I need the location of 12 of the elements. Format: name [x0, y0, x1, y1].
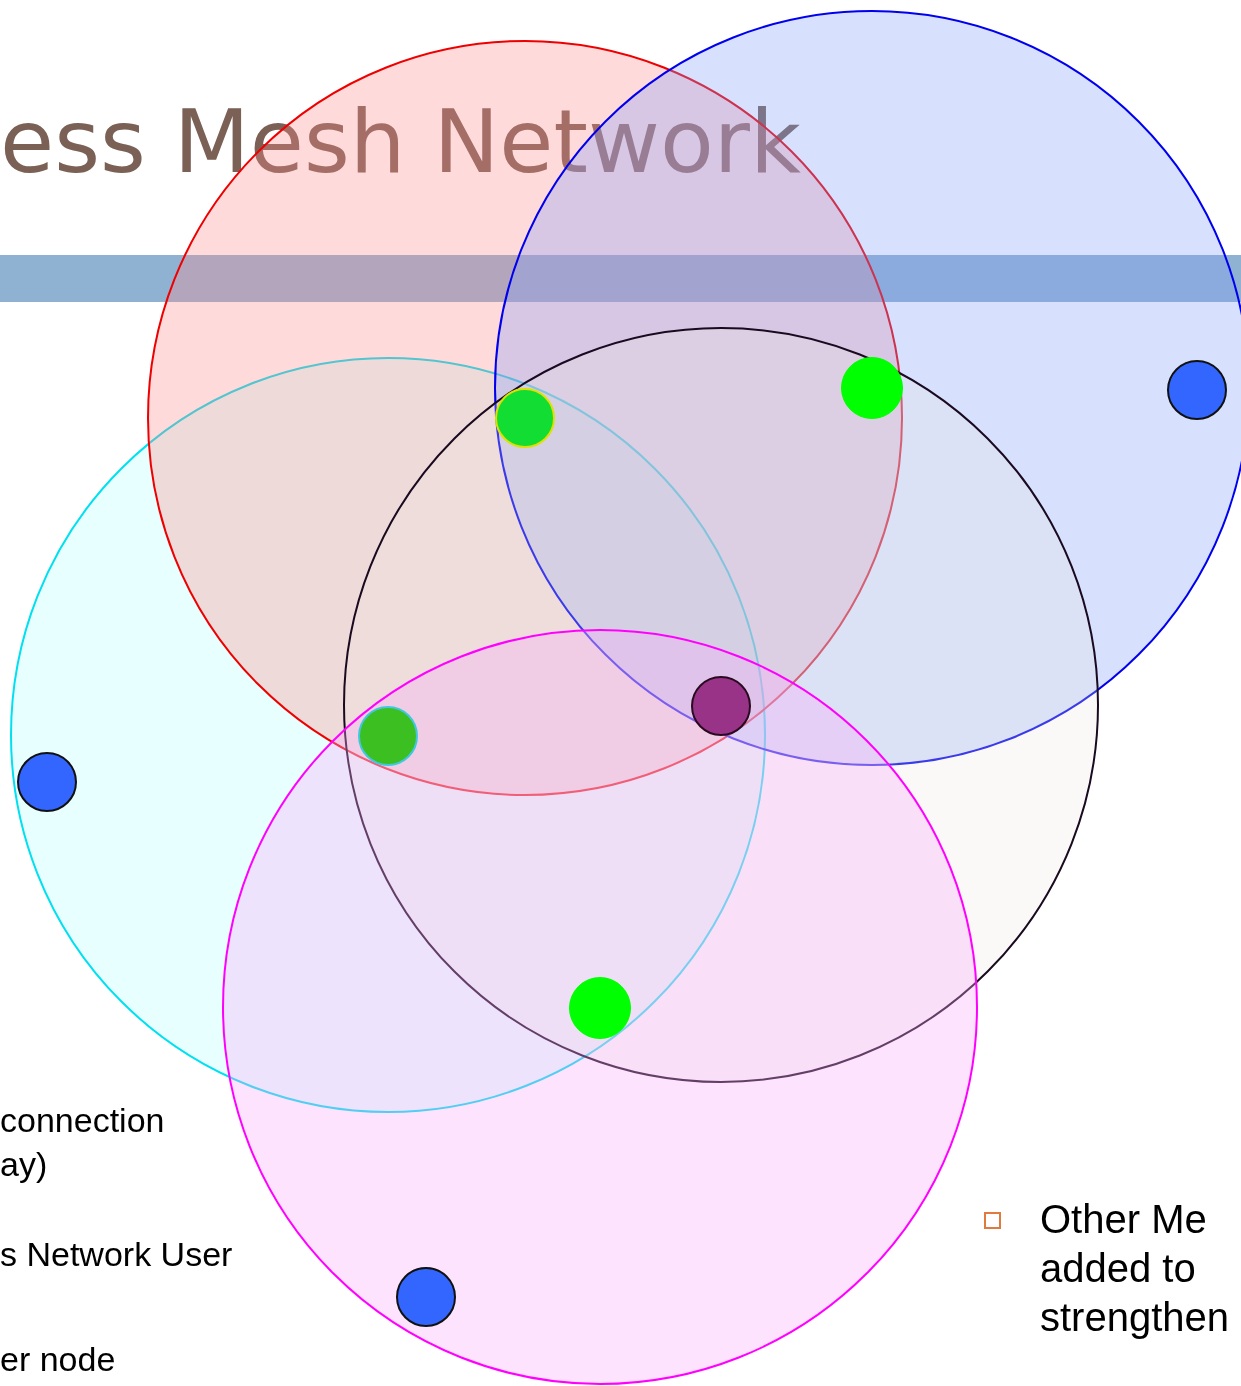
mesh-node-dot [841, 357, 903, 419]
gateway-node-dot [691, 676, 751, 736]
mesh-node-dot [358, 706, 418, 766]
legend-text: connection ay) [0, 1100, 166, 1185]
user-node-dot [396, 1267, 456, 1327]
title-underline-bar [0, 255, 1241, 302]
user-node-dot [17, 752, 77, 812]
user-node-dot [1167, 360, 1227, 420]
legend-text: s Network User [0, 1235, 233, 1274]
bullet-text: Other Me added to strengthen [1040, 1196, 1231, 1341]
legend-text: er node [0, 1340, 116, 1379]
mesh-node-dot [495, 388, 555, 448]
